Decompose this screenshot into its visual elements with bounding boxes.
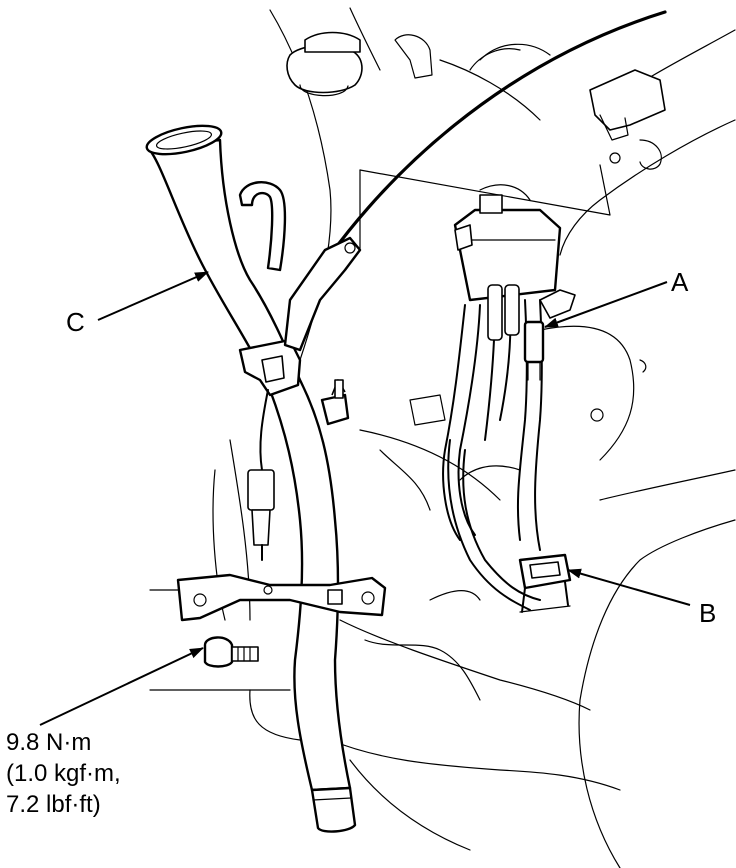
callout-a-leader (544, 281, 668, 328)
vehicle-body-background (149, 7, 736, 868)
fuel-line-assembly (409, 184, 576, 613)
torque-line-1: 9.8 N·m (6, 729, 91, 756)
callout-a: A (671, 267, 689, 297)
torque-line-2: (1.0 kgf·m, (6, 760, 121, 787)
callout-b: B (699, 598, 716, 628)
callout-c: C (66, 307, 85, 337)
callout-b-leader (567, 568, 691, 606)
torque-specification: 9.8 N·m (1.0 kgf·m, 7.2 lbf·ft) (6, 729, 121, 818)
torque-line-3: 7.2 lbf·ft) (6, 791, 101, 818)
filler-pipe (145, 124, 387, 833)
torque-leader (39, 647, 204, 726)
callout-c-leader (97, 271, 209, 321)
